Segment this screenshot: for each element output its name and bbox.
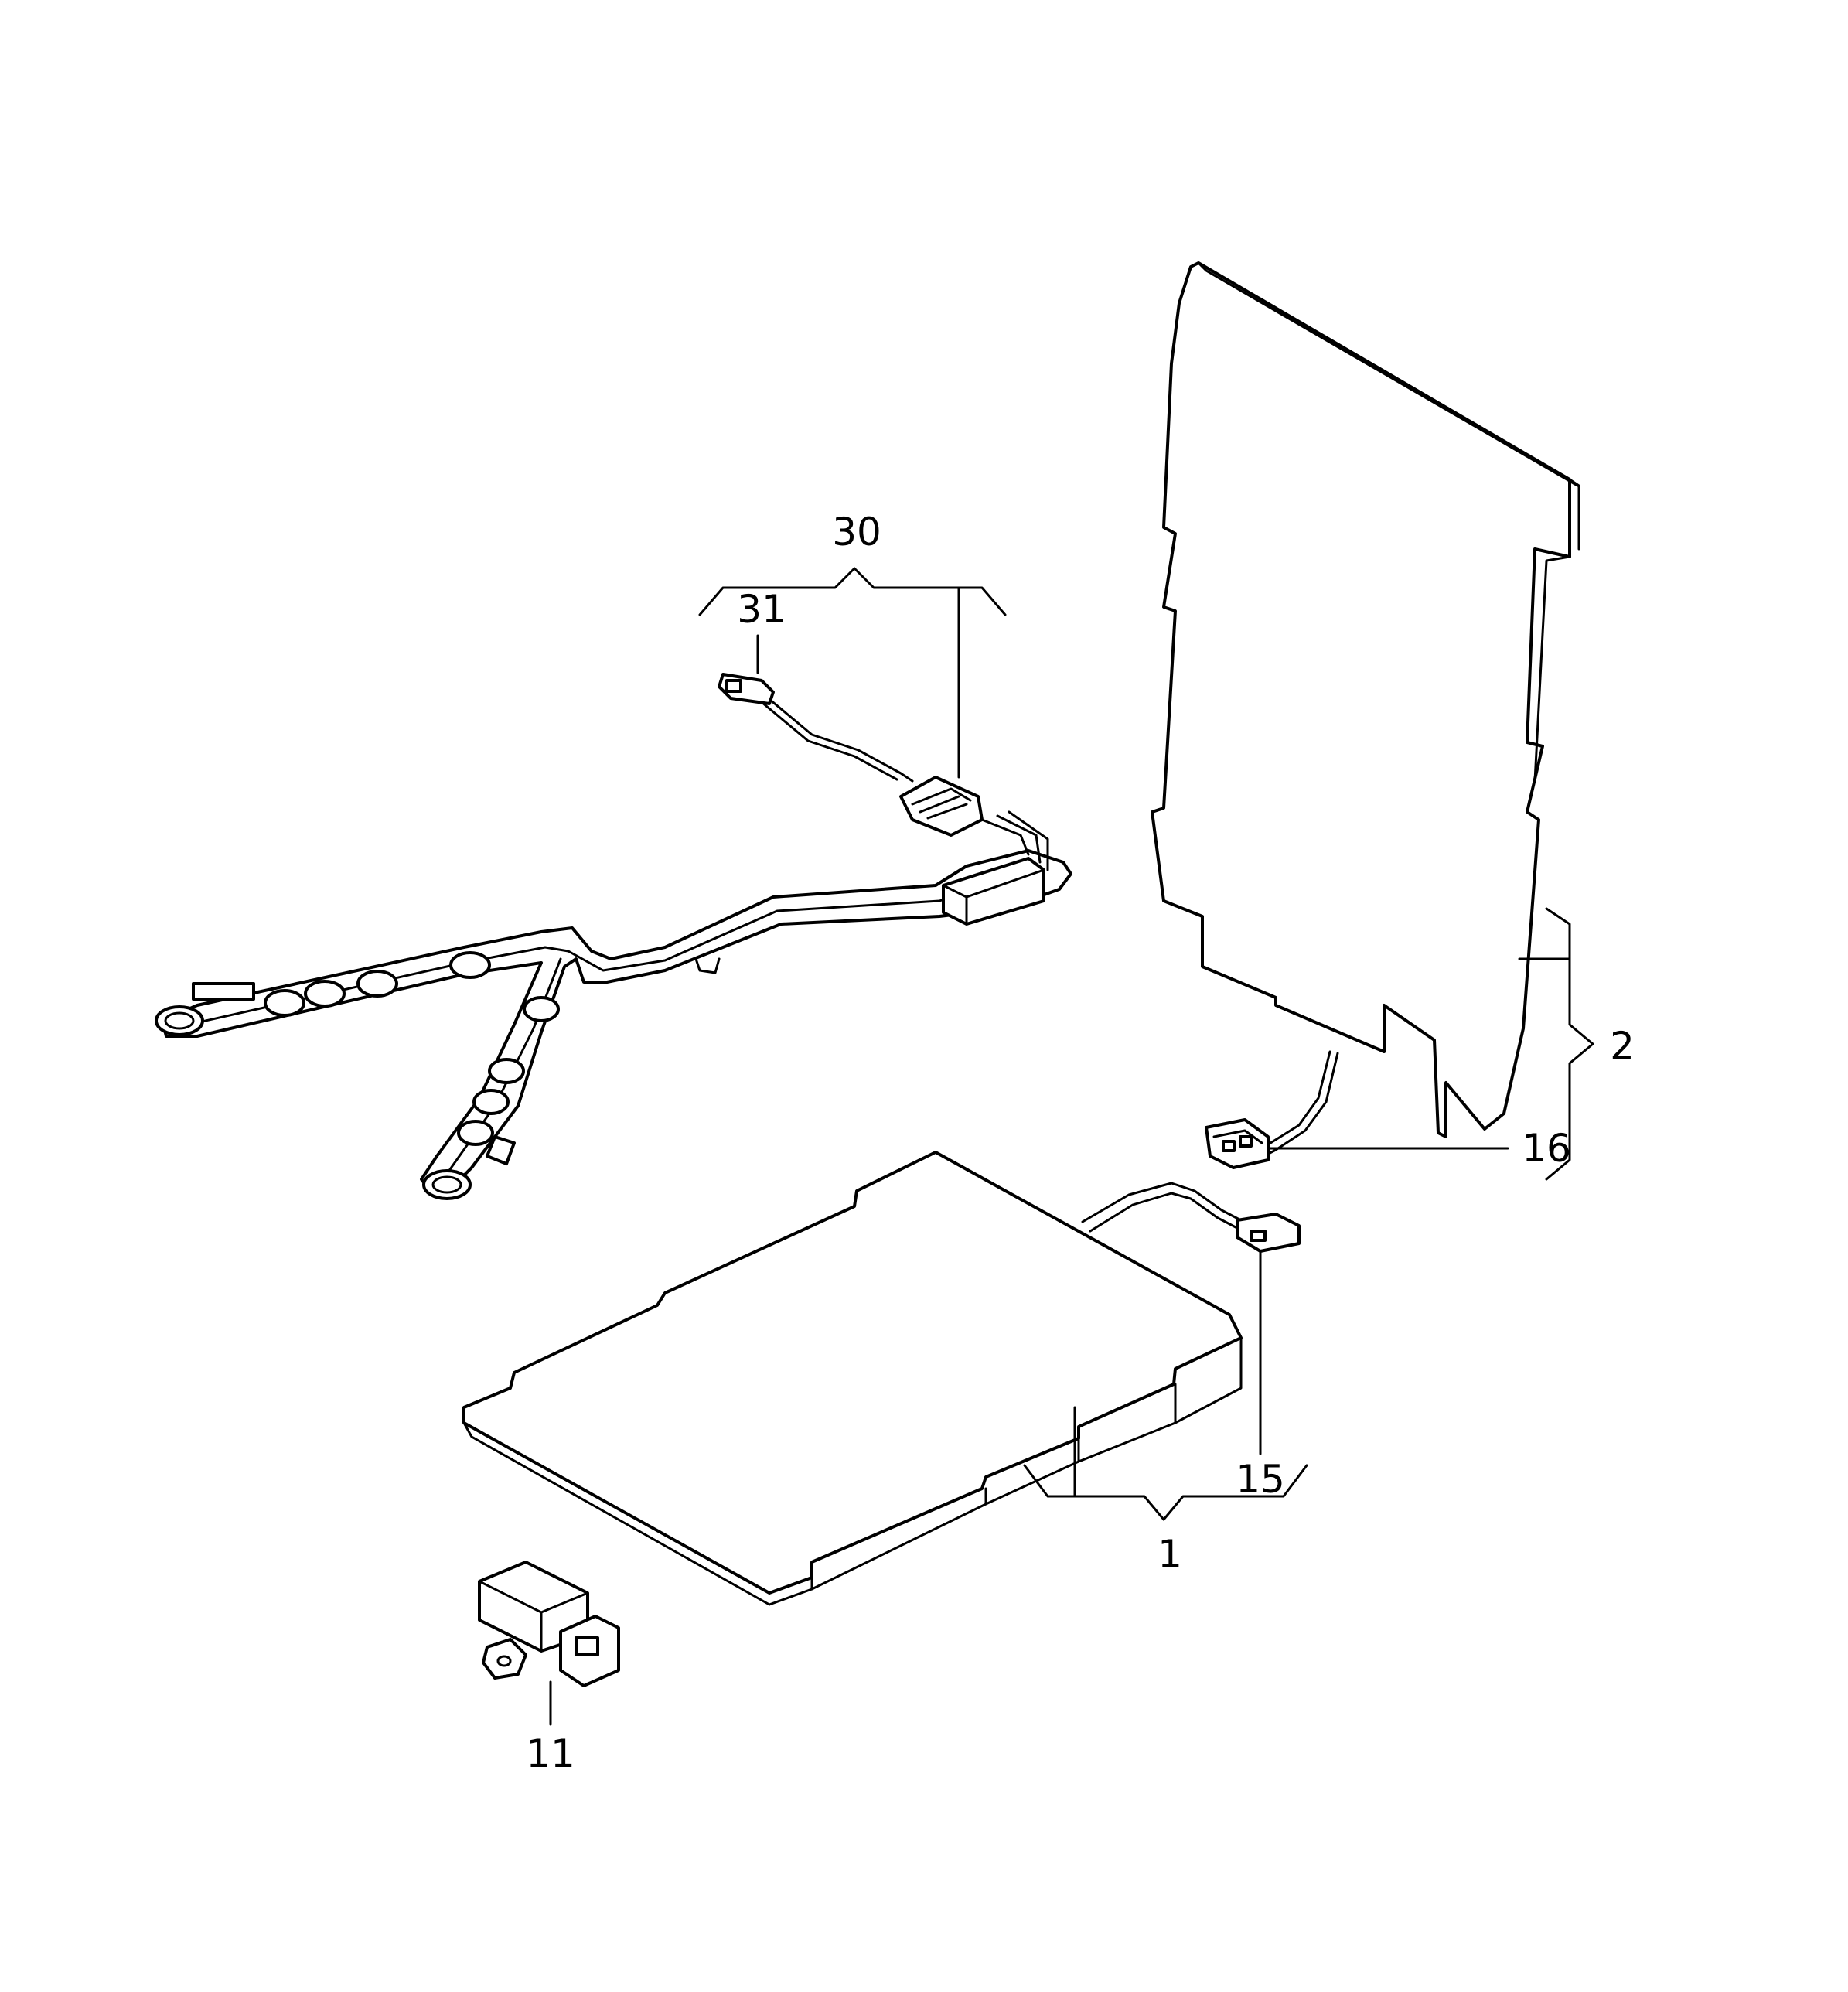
leader-lines	[549, 567, 1594, 1726]
seat-cushion-heating-mat	[462, 1151, 1243, 1606]
callout-11: 11	[526, 1731, 575, 1776]
callout-16: 16	[1522, 1126, 1571, 1171]
seat-mat-cable	[1081, 1182, 1243, 1233]
callout-1: 1	[1158, 1532, 1182, 1577]
callout-31: 31	[737, 587, 786, 632]
connector-15	[1236, 1213, 1301, 1253]
sensor-harness	[155, 694, 1072, 1200]
control-unit-11	[478, 1561, 620, 1687]
backrest-heating-mat	[1151, 261, 1580, 1138]
connector-31	[718, 673, 775, 705]
connector-16	[1205, 1118, 1270, 1169]
callout-15: 15	[1236, 1457, 1285, 1502]
callout-2: 2	[1610, 1024, 1635, 1069]
callout-30: 30	[832, 510, 881, 554]
